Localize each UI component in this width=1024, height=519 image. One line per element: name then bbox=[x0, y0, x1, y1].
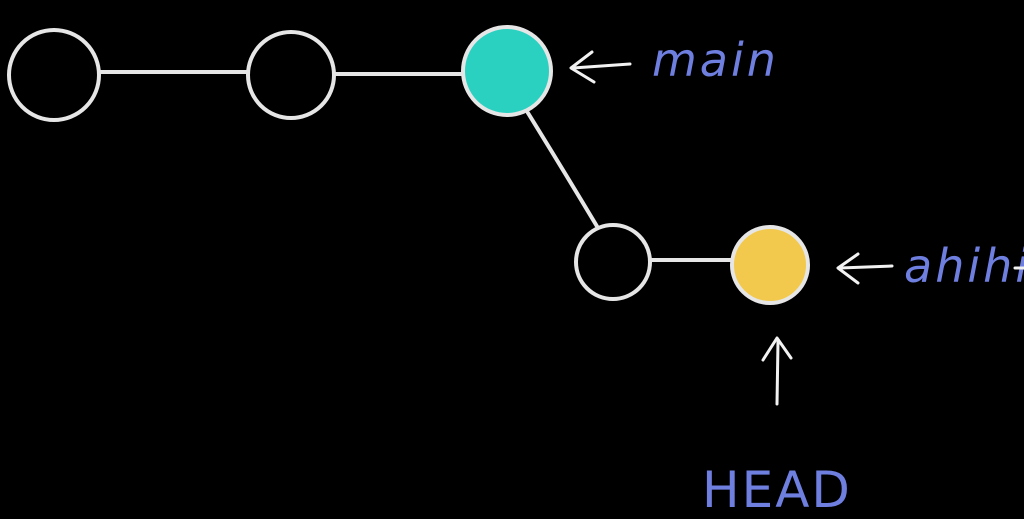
head-label: HEAD bbox=[702, 461, 852, 519]
head-pointer-arrow bbox=[761, 336, 793, 406]
branch-label-main: main bbox=[652, 33, 779, 87]
main-pointer-arrow bbox=[569, 50, 632, 84]
branch-label-ahihi: ahihi bbox=[904, 239, 1024, 293]
edge-c3-c4 bbox=[526, 111, 600, 230]
commit-node bbox=[574, 223, 652, 301]
branch-pointer-arrow bbox=[836, 252, 894, 285]
commits bbox=[7, 25, 810, 305]
commit-node bbox=[246, 30, 336, 120]
commit-node bbox=[7, 28, 101, 122]
commit-node-main bbox=[461, 25, 553, 117]
commit-edges bbox=[97, 70, 734, 262]
commit-node-head bbox=[730, 225, 810, 305]
